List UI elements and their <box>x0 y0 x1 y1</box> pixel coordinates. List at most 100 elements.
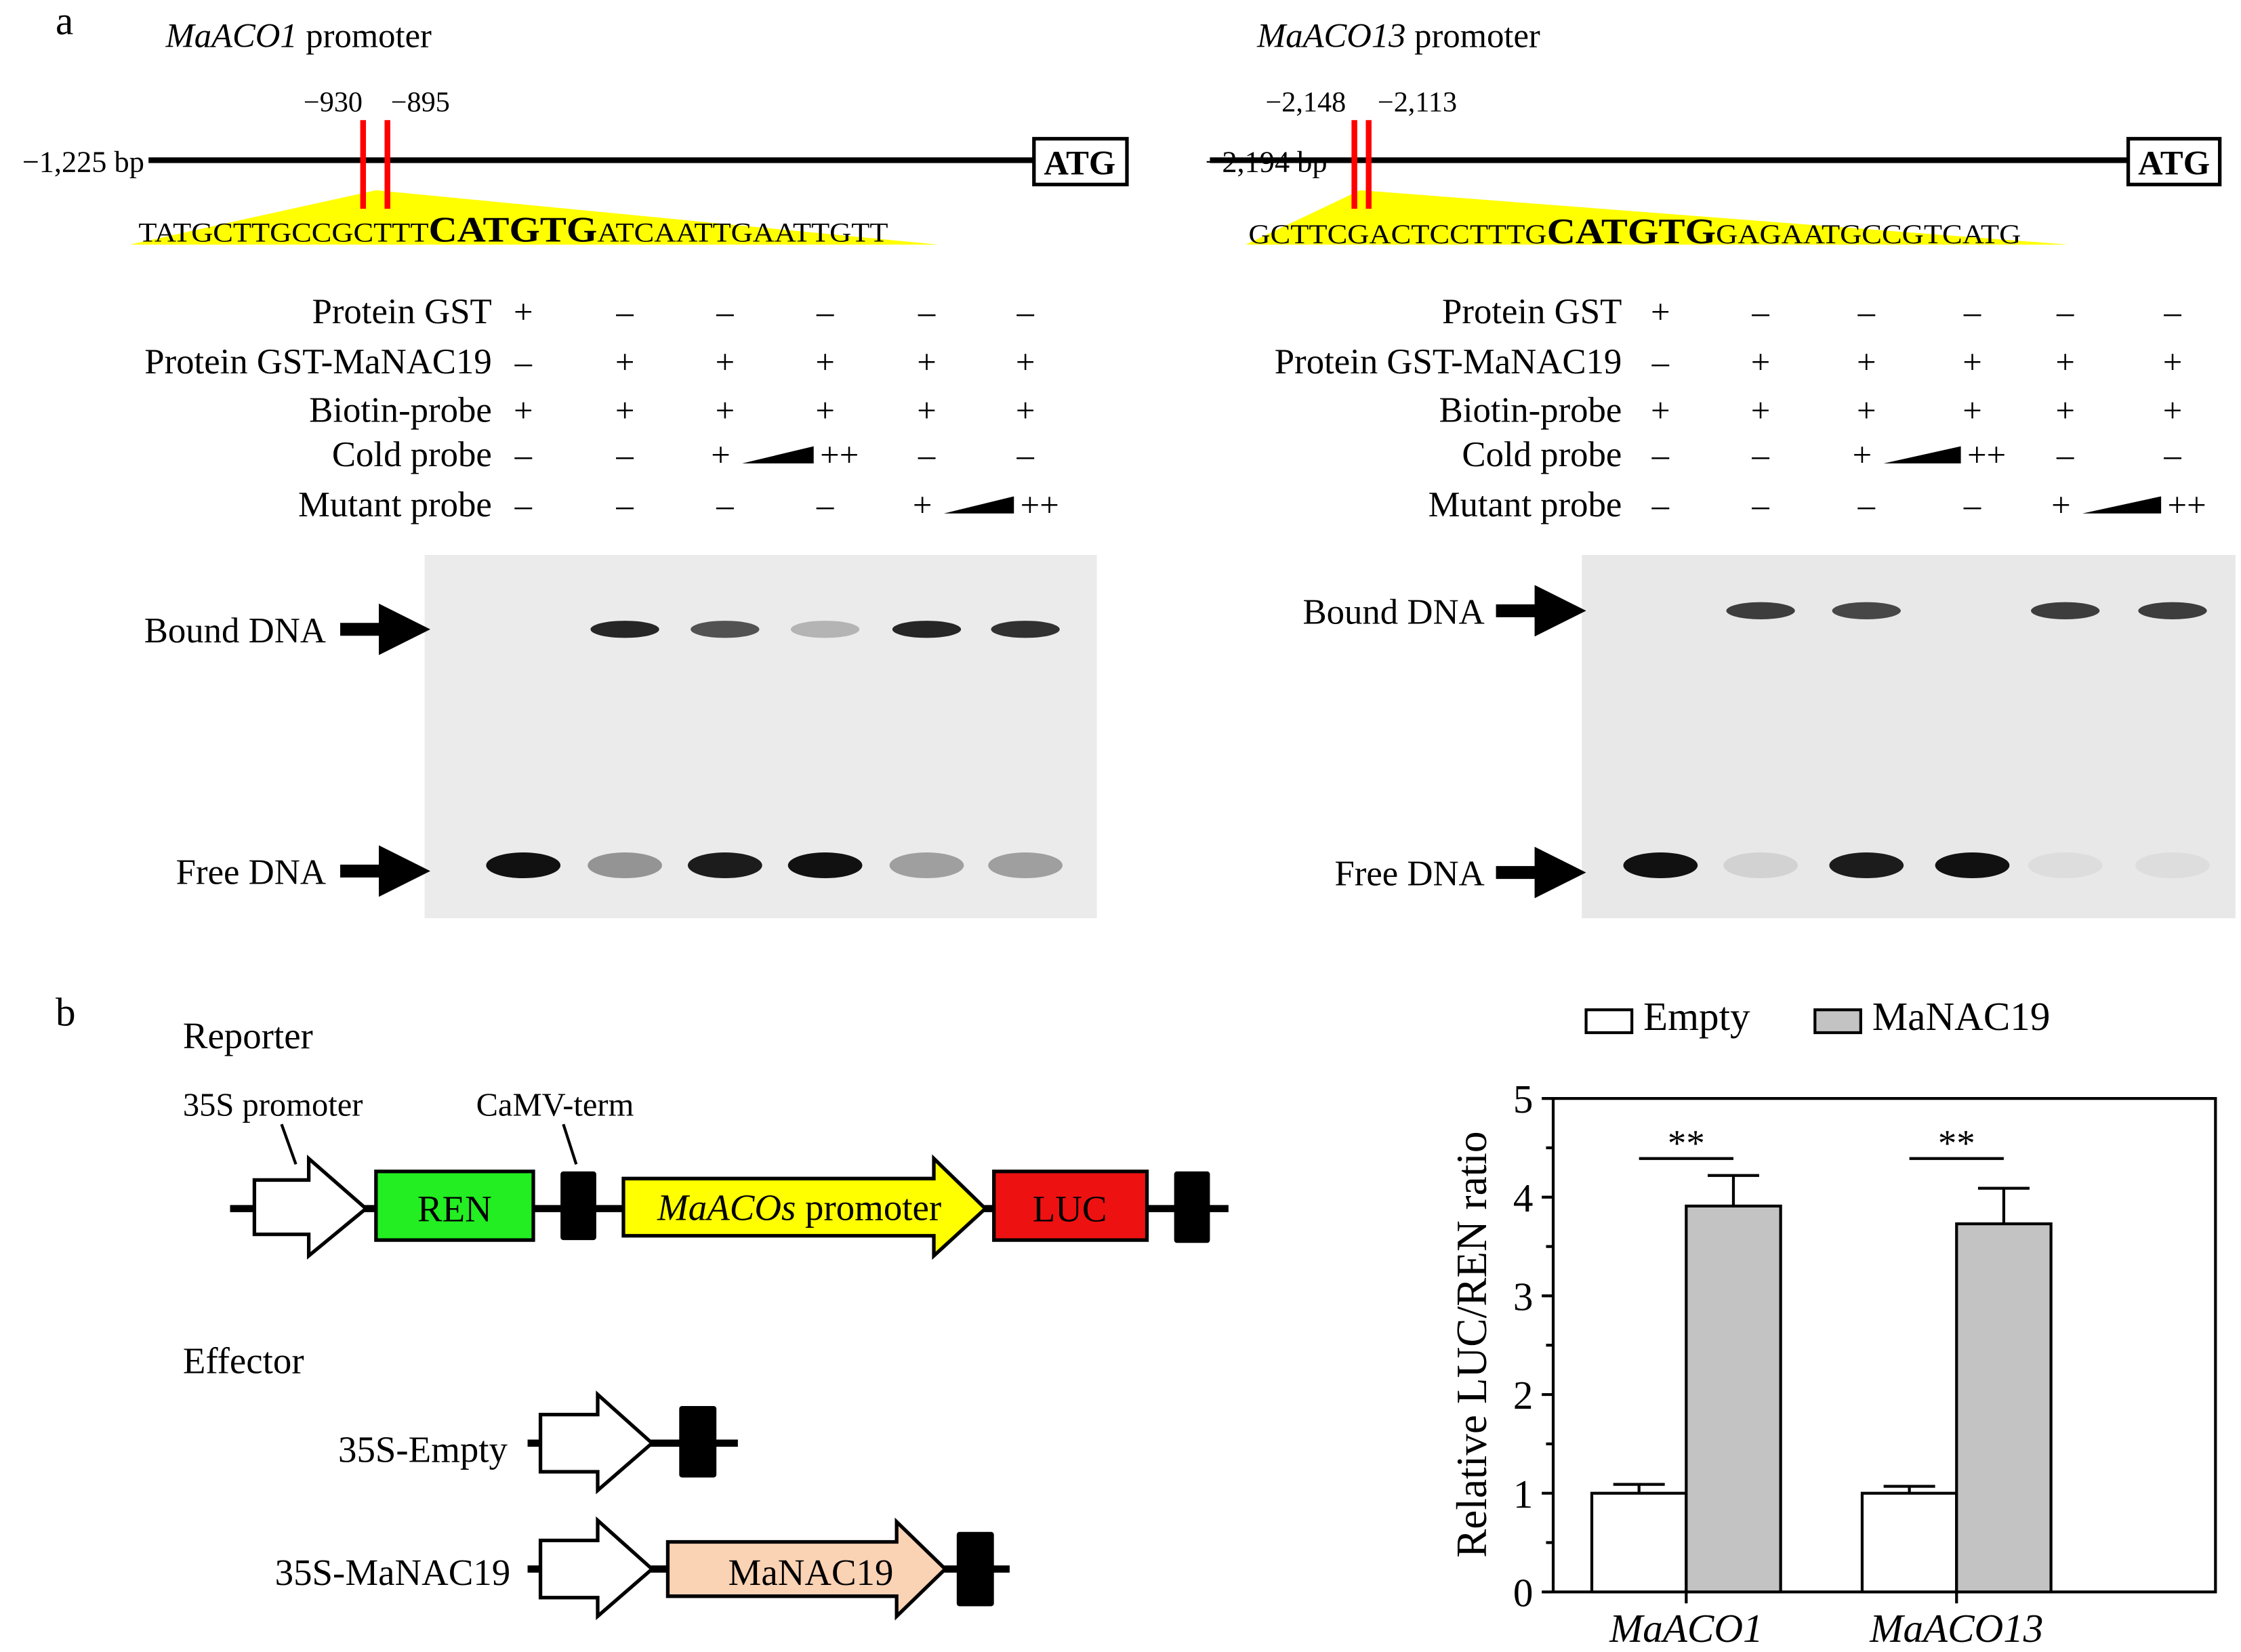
bound-dna-label: Bound DNA <box>1302 592 1484 632</box>
promoter-map-left: MaACO1 promoter ATG −1,225 bp −930 −895 … <box>22 17 1129 250</box>
condition-value: – <box>514 486 533 524</box>
condition-label: Protein GST <box>1442 292 1622 331</box>
bound-band <box>2138 602 2207 619</box>
catgtg-motif: CATGTG <box>428 211 597 250</box>
terminator-block <box>956 1531 994 1607</box>
sequence-highlight <box>1246 190 2068 245</box>
condition-label: Biotin-probe <box>1439 391 1622 430</box>
terminator-block <box>679 1405 717 1478</box>
condition-value: + <box>1016 343 1035 381</box>
panel-b-label: b <box>56 989 76 1034</box>
panel-a-label: a <box>56 0 73 43</box>
ren-box <box>374 1170 535 1242</box>
condition-value: + <box>2163 392 2183 430</box>
empty-construct-label: 35S-Empty <box>338 1428 508 1470</box>
y-tick-label: 2 <box>1513 1373 1534 1418</box>
svg-text:MaACO1 promoter: MaACO1 promoter <box>165 17 432 55</box>
ren-label: REN <box>417 1189 492 1230</box>
reporter-label: Reporter <box>183 1015 313 1056</box>
x-tick-label: MaACO13 <box>1869 1606 2043 1651</box>
condition-value: + <box>1962 392 1982 430</box>
condition-value: + <box>913 486 932 524</box>
condition-value: – <box>1651 486 1670 524</box>
condition-value: – <box>1857 486 1876 524</box>
y-tick-label: 0 <box>1513 1570 1534 1615</box>
condition-label: Cold probe <box>1462 435 1622 474</box>
condition-value: – <box>1963 486 1981 524</box>
bound-band <box>1726 602 1795 619</box>
free-band <box>1829 852 1904 879</box>
bar-empty <box>1860 1491 1958 1594</box>
promoter-suffix: promoter <box>297 17 432 55</box>
condition-value: ++ <box>1967 436 2006 474</box>
camv-term-label: CaMV-term <box>476 1087 634 1123</box>
atg-box <box>1032 137 1129 186</box>
condition-value: + <box>514 293 533 331</box>
emsa-condition-tables: Protein GST+–––––Protein GST-MaNAC19–+++… <box>144 292 2206 524</box>
bar-empty <box>1590 1491 1688 1594</box>
promoter-arrow-icon <box>252 1154 369 1260</box>
condition-value: ++ <box>2168 486 2206 524</box>
terminator-block <box>560 1171 596 1241</box>
manac19-construct-label: 35S-MaNAC19 <box>275 1552 511 1593</box>
promoter-suffix: promoter <box>1406 17 1540 55</box>
condition-value: + <box>815 392 835 430</box>
atg-label: ATG <box>2138 144 2210 182</box>
condition-label: Protein GST <box>312 292 491 331</box>
free-band <box>588 852 662 879</box>
y-tick-label: 5 <box>1513 1077 1534 1121</box>
condition-value: + <box>615 392 635 430</box>
site-start: −2,148 <box>1265 87 1346 119</box>
legend-label: Empty <box>1643 994 1750 1039</box>
site-end: −895 <box>391 87 450 119</box>
condition-value: – <box>1751 436 1769 474</box>
condition-value: + <box>1651 293 1670 331</box>
condition-value: – <box>2056 436 2074 474</box>
condition-value: + <box>1751 343 1771 381</box>
condition-value: + <box>1857 343 1876 381</box>
condition-value: – <box>2163 293 2181 331</box>
luc-box <box>992 1170 1149 1242</box>
promoter-length: −1,225 bp <box>22 145 144 178</box>
condition-value: – <box>816 293 834 331</box>
svg-text:MaACO13 promoter: MaACO13 promoter <box>1256 17 1540 55</box>
condition-value: + <box>1857 392 1876 430</box>
condition-value: + <box>716 343 735 381</box>
free-band <box>889 852 964 879</box>
condition-value: – <box>816 486 834 524</box>
y-axis-label: Relative LUC/REN ratio <box>1448 1131 1496 1557</box>
condition-value: – <box>514 343 533 381</box>
manac19-box <box>665 1517 948 1621</box>
condition-value: – <box>1751 486 1769 524</box>
condition-value: ++ <box>1021 486 1059 524</box>
gradient-wedge-icon <box>742 446 814 463</box>
condition-value: + <box>1853 436 1872 474</box>
condition-value: + <box>1962 343 1982 381</box>
promoter-arrow-icon <box>538 1516 655 1621</box>
condition-value: – <box>1963 293 1981 331</box>
free-band <box>687 852 762 879</box>
free-band <box>2135 852 2210 879</box>
condition-value: – <box>1651 343 1670 381</box>
bound-band <box>790 621 860 638</box>
condition-value: + <box>716 392 735 430</box>
free-band <box>988 852 1063 879</box>
bound-band <box>991 621 1060 638</box>
significance-label: ** <box>1938 1123 1975 1164</box>
promoter-length: −2,194 bp <box>1205 145 1327 178</box>
gel-right <box>1582 554 2236 919</box>
catgtg-motif: CATGTG <box>1547 212 1716 251</box>
manac19-label: MaNAC19 <box>728 1552 894 1593</box>
condition-value: – <box>1016 436 1034 474</box>
y-tick-label: 3 <box>1513 1275 1534 1319</box>
condition-value: + <box>2163 343 2183 381</box>
condition-value: + <box>1016 392 1035 430</box>
svg-text:MaACOs promoter: MaACOs promoter <box>657 1187 941 1228</box>
maacos-promoter-arrow <box>621 1154 988 1260</box>
condition-value: – <box>514 436 533 474</box>
site-end: −2,113 <box>1378 87 1457 119</box>
